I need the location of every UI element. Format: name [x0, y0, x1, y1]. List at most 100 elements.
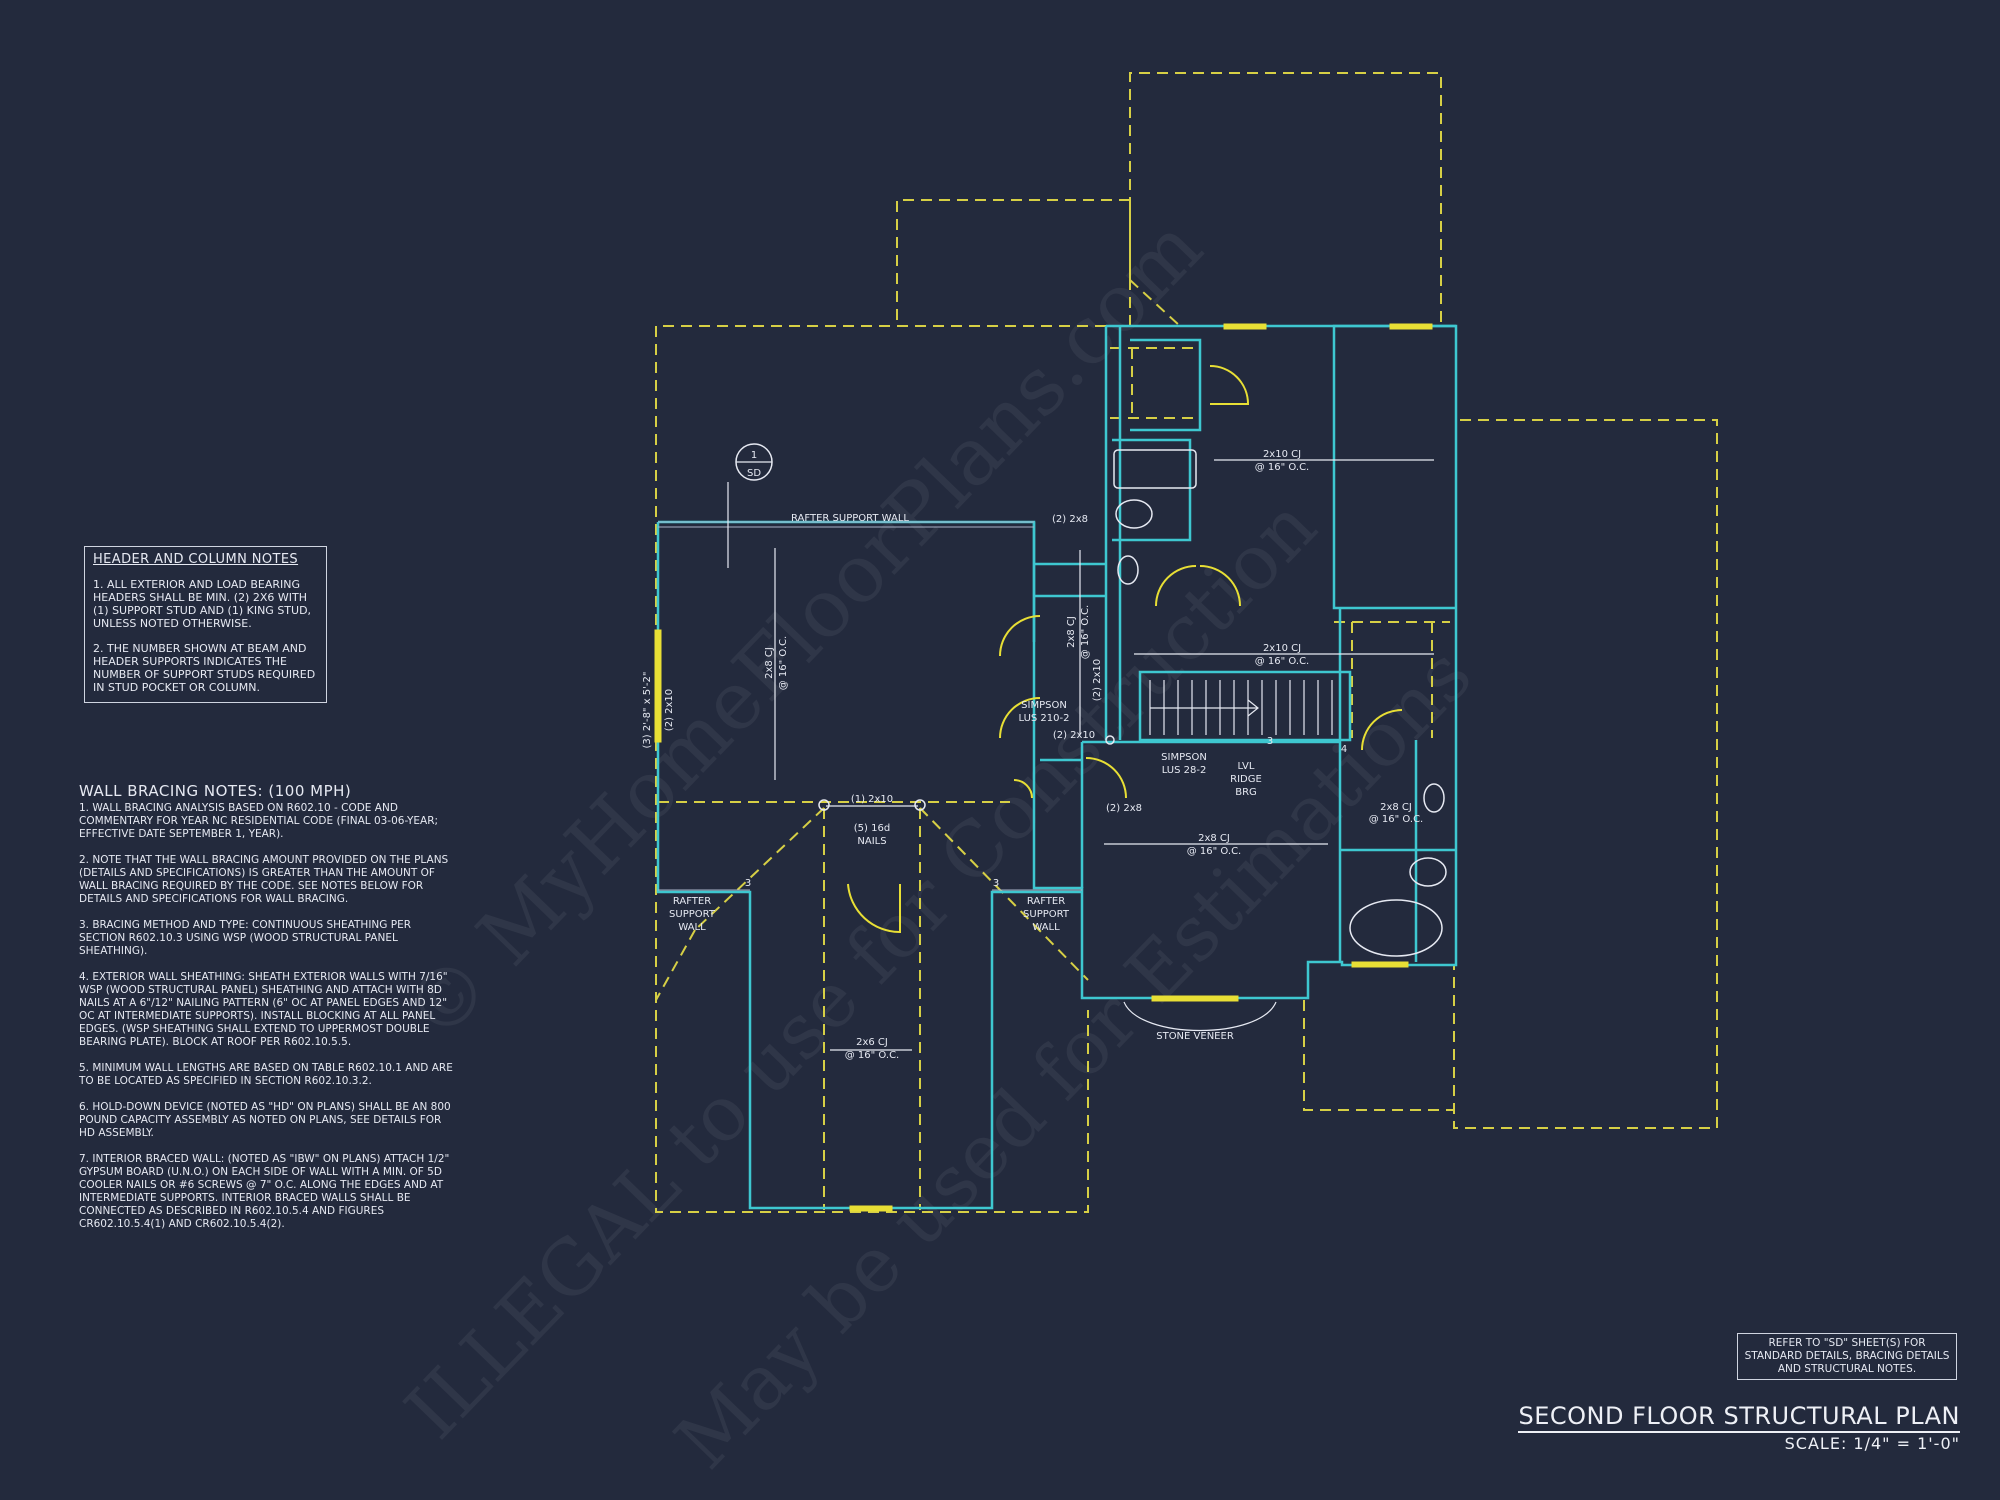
label-nails-b: NAILS [857, 836, 886, 847]
header-notes-title: HEADER AND COLUMN NOTES [93, 552, 299, 567]
bracing-note-3: 3. BRACING METHOD AND TYPE: CONTINUOUS S… [79, 919, 412, 957]
label-cj-2x8-bath: 2x8 CJ [1380, 802, 1412, 813]
label-cj-2x8-left-oc: @ 16" O.C. [778, 636, 789, 691]
label-header-2x10-vert: (2) 2x10 [1092, 659, 1103, 701]
beam-point-3 [1105, 735, 1115, 745]
door-left-1 [999, 615, 1041, 657]
label-west-header-2x10: (2) 2x10 [664, 689, 675, 731]
refer-sd-note: REFER TO "SD" SHEET(S) FOR STANDARD DETA… [1737, 1333, 1957, 1380]
bracing-note-5: 5. MINIMUM WALL LENGTHS ARE BASED ON TAB… [79, 1062, 453, 1087]
label-cj-2x6-oc: @ 16" O.C. [845, 1050, 900, 1061]
tub-lower [1349, 899, 1443, 957]
roof-hip-top [1129, 279, 1181, 327]
closet-walls [1130, 338, 1202, 432]
label-header-2x10-mid: (2) 2x10 [1053, 730, 1095, 741]
door-bath-2 [1199, 565, 1241, 607]
label-stone-veneer: STONE VENEER [1156, 1031, 1234, 1042]
label-rafter-support-wall-top: RAFTER SUPPORT WALL [791, 513, 909, 524]
label-nails-a: (5) 16d [854, 823, 890, 834]
label-rafter-left-3: WALL [678, 922, 706, 933]
label-cj-2x8-bath-oc: @ 16" O.C. [1369, 814, 1424, 825]
beam-points [818, 735, 1115, 811]
plan-labels: RAFTER SUPPORT WALL (2) 2x8 2x8 CJ @ 16"… [642, 449, 1423, 1061]
toilet-lower [1409, 857, 1447, 887]
label-cj-2x6: 2x6 CJ [856, 1037, 888, 1048]
closet-dashes [1110, 347, 1200, 419]
label-simpson-1a: SIMPSON [1021, 700, 1067, 711]
bracing-note-4: 4. EXTERIOR WALL SHEATHING: SHEATH EXTER… [79, 971, 448, 1048]
label-lvl-2: RIDGE [1230, 774, 1262, 785]
label-cj-2x10-mid: 2x10 CJ [1263, 643, 1301, 654]
drawing-scale: SCALE: 1/4" = 1'-0" [1784, 1434, 1960, 1453]
tub-upper [1113, 449, 1197, 489]
sink-lower [1423, 783, 1445, 813]
window-top-2 [1389, 323, 1433, 330]
walls [656, 324, 1458, 1210]
label-rafter-right-3: WALL [1032, 922, 1060, 933]
label-beam-1-2x10: (1) 2x10 [851, 794, 893, 805]
beam-point-1 [818, 799, 830, 811]
label-stud-count-4: 4 [1341, 744, 1347, 755]
door-hall [1085, 757, 1127, 799]
door-bath-lower [1361, 709, 1403, 751]
door-left-2 [999, 697, 1041, 739]
label-cj-2x10-mid-oc: @ 16" O.C. [1255, 656, 1310, 667]
wall-bracing-notes: WALL BRACING NOTES: (100 MPH) 1. WALL BR… [79, 784, 454, 1244]
door-room [847, 883, 901, 934]
hip-line-5 [655, 929, 696, 1001]
section-sheet: SD [747, 468, 761, 479]
window-top-1 [1223, 323, 1267, 330]
left-inner-walls [1032, 522, 1106, 642]
wc-walls [1112, 438, 1192, 542]
beam-point-2 [914, 799, 926, 811]
bracing-note-2: 2. NOTE THAT THE WALL BRACING AMOUNT PRO… [79, 854, 449, 905]
header-column-notes: HEADER AND COLUMN NOTES 1. ALL EXTERIOR … [84, 546, 327, 703]
stairs [1149, 680, 1333, 735]
fixtures [1113, 449, 1447, 957]
door-closet [1209, 365, 1250, 405]
label-stud-count-3c: 3 [1267, 736, 1273, 747]
bath-dashes [1334, 621, 1450, 738]
label-simpson-2b: LUS 28-2 [1162, 765, 1207, 776]
roof-dashed-outlines [655, 72, 1718, 1213]
label-cj-2x8-left: 2x8 CJ [764, 647, 775, 679]
hip-line-3 [919, 807, 1089, 981]
upper-wing-walls [1104, 324, 1456, 740]
header-note-2: 2. THE NUMBER SHOWN AT BEAM AND HEADER S… [93, 642, 316, 694]
bracing-note-7: 7. INTERIOR BRACED WALL: (NOTED AS "IBW"… [79, 1153, 450, 1230]
drawing-title: SECOND FLOOR STRUCTURAL PLAN [1518, 1402, 1960, 1433]
window-bath [1351, 961, 1409, 968]
hall-walls [1040, 740, 1340, 888]
left-room-walls [656, 522, 1082, 1210]
roof-outline-left [655, 325, 1106, 1213]
door-bay [1013, 779, 1033, 799]
label-cj-2x8-bottom-oc: @ 16" O.C. [1187, 846, 1242, 857]
door-bath-1 [1155, 565, 1197, 607]
label-cj-2x10-top-oc: @ 16" O.C. [1255, 462, 1310, 473]
label-cj-2x8-vert: 2x8 CJ [1066, 616, 1077, 648]
stone-veneer-arc [1123, 1001, 1277, 1031]
label-simpson-1b: LUS 210-2 [1019, 713, 1070, 724]
window-bay [1151, 995, 1239, 1002]
label-stud-count-3b: 3 [993, 878, 999, 889]
label-header-2-2x8-top: (2) 2x8 [1052, 514, 1088, 525]
label-rafter-right-1: RAFTER [1027, 896, 1065, 907]
exterior-walls-main [658, 324, 1458, 1000]
label-lvl-1: LVL [1238, 761, 1255, 772]
label-simpson-2a: SIMPSON [1161, 752, 1207, 763]
top-rafter-wall-hatch [658, 521, 1034, 528]
label-cj-2x10-top: 2x10 CJ [1263, 449, 1301, 460]
label-header-2x8-low: (2) 2x8 [1106, 803, 1142, 814]
label-stud-count-3a: 3 [745, 878, 751, 889]
label-cj-2x8-bottom: 2x8 CJ [1198, 833, 1230, 844]
windows [654, 323, 1433, 1212]
roof-outline-upper [896, 199, 1131, 326]
roof-outline-top [1129, 72, 1442, 326]
roof-outline-right [1453, 419, 1718, 1129]
label-cj-2x8-vert-oc: @ 16" O.C. [1080, 605, 1091, 660]
label-rafter-left-2: SUPPORT [669, 909, 716, 920]
label-west-window-header: (3) 2'-8" x 5'-2" [642, 672, 653, 749]
label-rafter-right-2: SUPPORT [1023, 909, 1070, 920]
hip-line-1 [694, 807, 825, 931]
